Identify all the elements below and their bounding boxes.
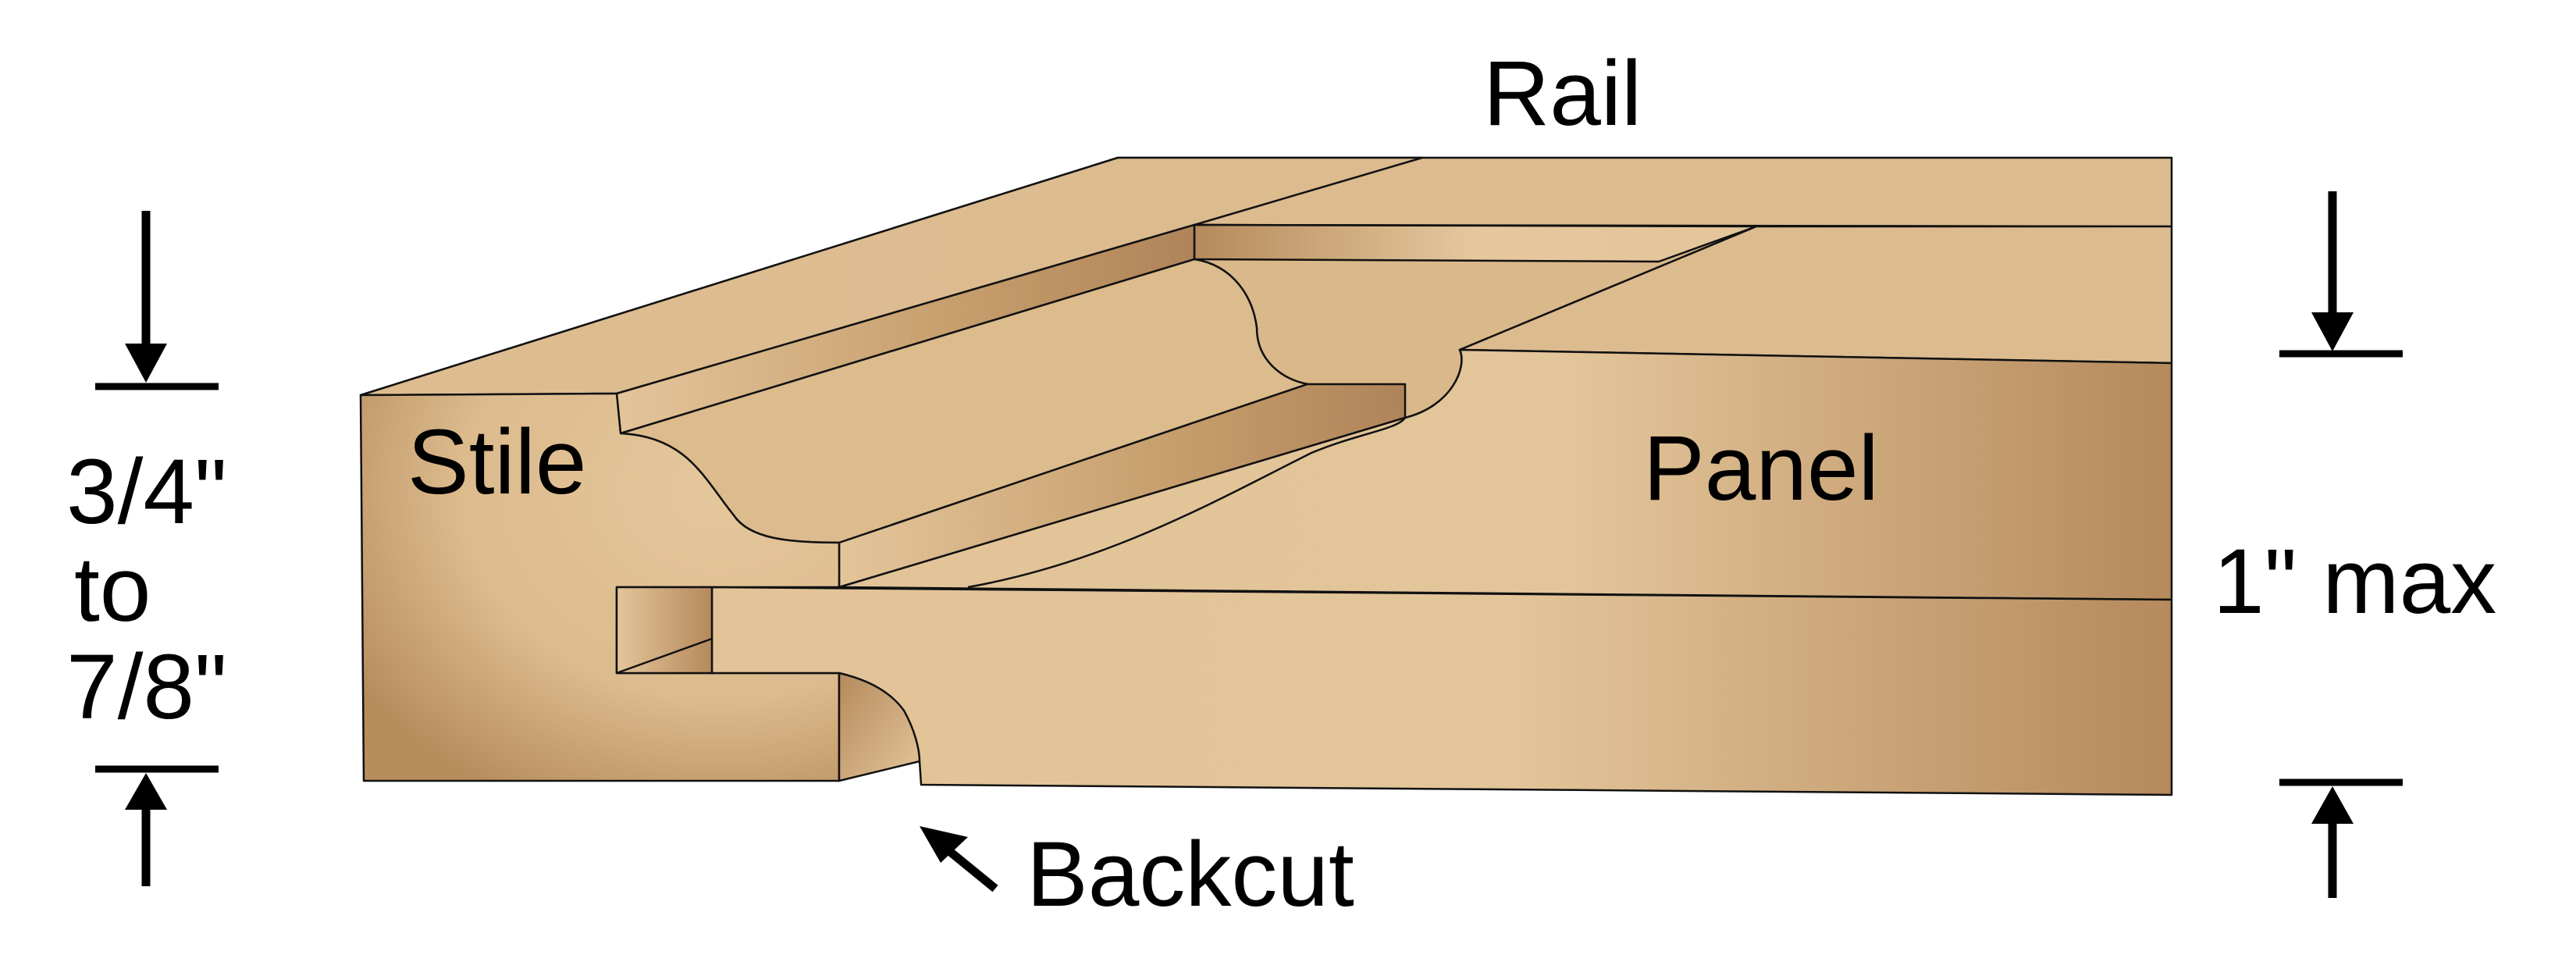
stile-thickness-line2: to — [74, 538, 151, 641]
right-top-dimension-arrow — [2279, 191, 2403, 358]
right-bottom-dimension-arrow — [2279, 778, 2403, 898]
left-top-dimension-arrow — [95, 211, 219, 390]
rail-groove — [1193, 223, 1758, 263]
rail-lower-body — [710, 586, 2173, 796]
panel-label: Panel — [1643, 417, 1879, 520]
stile-thickness-line1: 3/4" — [66, 440, 227, 543]
left-bottom-dimension-arrow — [95, 765, 219, 886]
stile-front-end — [359, 392, 841, 782]
stile-groove-inner — [616, 637, 713, 675]
panel-bevel-curve — [967, 417, 1407, 589]
backcut-pointer — [920, 826, 998, 892]
backcut-label: Backcut — [1026, 823, 1354, 926]
backcut-shadow — [838, 672, 921, 782]
stile-groove-slot — [615, 586, 713, 675]
arrow-up-left-icon — [941, 843, 998, 892]
wood-assembly — [359, 156, 2173, 796]
stile-thickness-line3: 7/8" — [66, 636, 227, 739]
rail-label: Rail — [1483, 42, 1642, 145]
stile-label: Stile — [407, 411, 587, 514]
panel-thickness-label: 1" max — [2213, 530, 2496, 633]
